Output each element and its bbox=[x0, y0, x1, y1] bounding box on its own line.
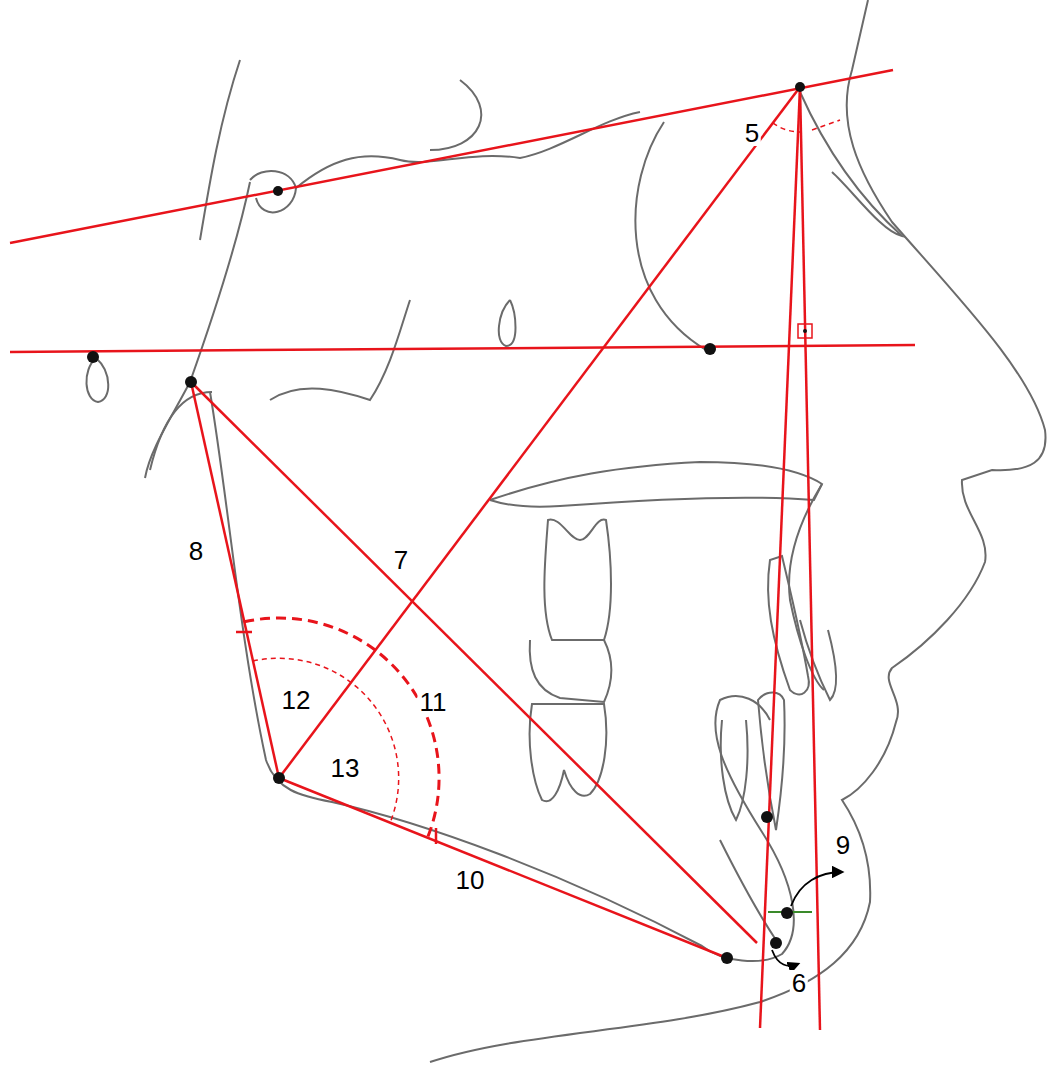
right-angle-mark bbox=[798, 324, 812, 338]
orbit bbox=[635, 122, 706, 350]
callout-number: 11 bbox=[418, 689, 449, 715]
maxilla-anterior bbox=[789, 484, 824, 690]
landmark-point bbox=[273, 772, 285, 784]
landmark-point bbox=[185, 376, 197, 388]
callout-number: 12 bbox=[280, 687, 313, 713]
nasal-bone bbox=[800, 92, 902, 236]
callout-arrows bbox=[772, 872, 842, 966]
arc-tick bbox=[236, 631, 252, 634]
angle-arc-small bbox=[253, 658, 399, 823]
maxilla-palate bbox=[490, 462, 822, 507]
pterygomaxillary-fissure bbox=[499, 300, 516, 346]
lower-canine bbox=[721, 720, 748, 820]
n-b-line bbox=[760, 87, 800, 1028]
landmark-point bbox=[761, 811, 773, 823]
ear-rod bbox=[86, 358, 108, 402]
callout-number: 7 bbox=[392, 547, 410, 573]
sn-line bbox=[10, 70, 893, 243]
angle-arc-n bbox=[773, 120, 840, 132]
n-go-line bbox=[279, 87, 800, 778]
ar-me-line bbox=[191, 382, 757, 943]
landmarks bbox=[87, 82, 807, 964]
angle-arc-large bbox=[244, 618, 439, 838]
clivus bbox=[145, 182, 250, 478]
callout-number: 6 bbox=[790, 970, 808, 996]
callout-number: 9 bbox=[834, 832, 852, 858]
mandible bbox=[210, 392, 794, 961]
mandibular-plane bbox=[279, 778, 727, 958]
lower-molar bbox=[530, 704, 607, 801]
landmark-point bbox=[704, 343, 716, 355]
n-perpendicular bbox=[800, 87, 820, 1030]
landmark-point bbox=[273, 186, 283, 196]
ramus-line bbox=[191, 382, 279, 778]
frankfort-line bbox=[10, 345, 915, 352]
callout-number: 8 bbox=[187, 538, 205, 564]
soft-tissue-profile bbox=[430, 0, 1046, 1062]
callout-number: 5 bbox=[743, 120, 761, 146]
anatomy-outline bbox=[86, 0, 1045, 1062]
landmark-point bbox=[721, 952, 733, 964]
landmark-point bbox=[803, 329, 807, 333]
callout-arrow bbox=[791, 872, 842, 906]
reference-lines bbox=[10, 70, 915, 1030]
landmark-point bbox=[87, 351, 99, 363]
arc-tick bbox=[435, 828, 438, 844]
callout-number: 10 bbox=[454, 867, 487, 893]
landmark-point bbox=[795, 82, 805, 92]
upper-canine bbox=[800, 620, 836, 700]
upper-molar-crown bbox=[530, 640, 612, 702]
occipital-contour bbox=[200, 60, 240, 240]
callout-arrow bbox=[772, 950, 798, 966]
landmark-point bbox=[770, 937, 782, 949]
cranial-contour bbox=[430, 80, 481, 150]
callout-number: 13 bbox=[329, 755, 362, 781]
landmark-point bbox=[781, 907, 793, 919]
upper-molar bbox=[544, 520, 611, 640]
